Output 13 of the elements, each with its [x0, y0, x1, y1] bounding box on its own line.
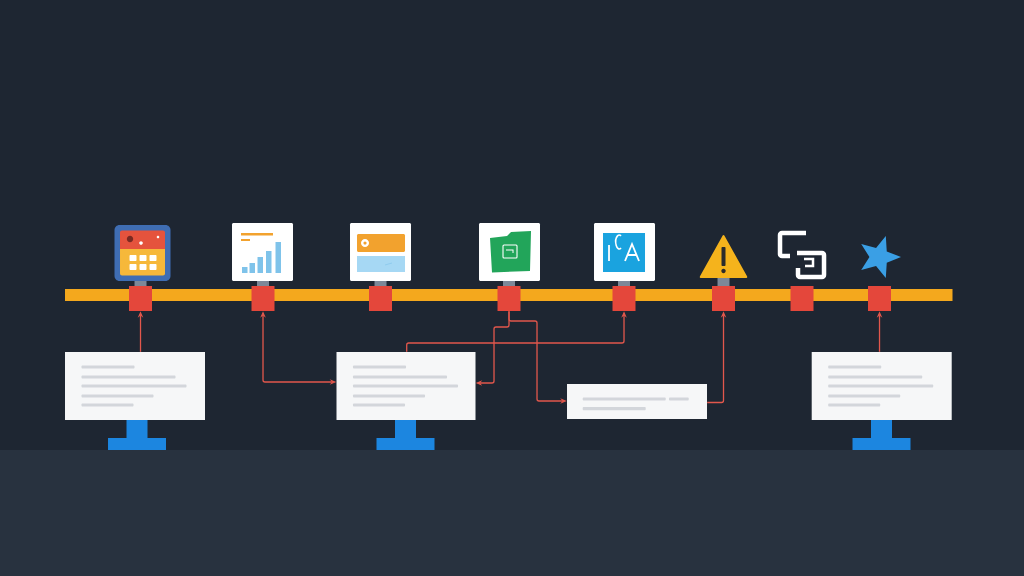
monitor	[811, 352, 952, 450]
port-square	[251, 286, 275, 311]
panel	[567, 384, 707, 419]
port-square	[790, 286, 814, 311]
port-square	[129, 286, 152, 311]
monitor	[336, 352, 476, 450]
port-square	[712, 286, 735, 311]
port-square	[497, 286, 521, 311]
port-square	[369, 286, 392, 311]
port-square	[868, 286, 891, 311]
floor-band	[0, 450, 1024, 576]
monitor	[65, 352, 205, 450]
port-square	[612, 286, 636, 311]
